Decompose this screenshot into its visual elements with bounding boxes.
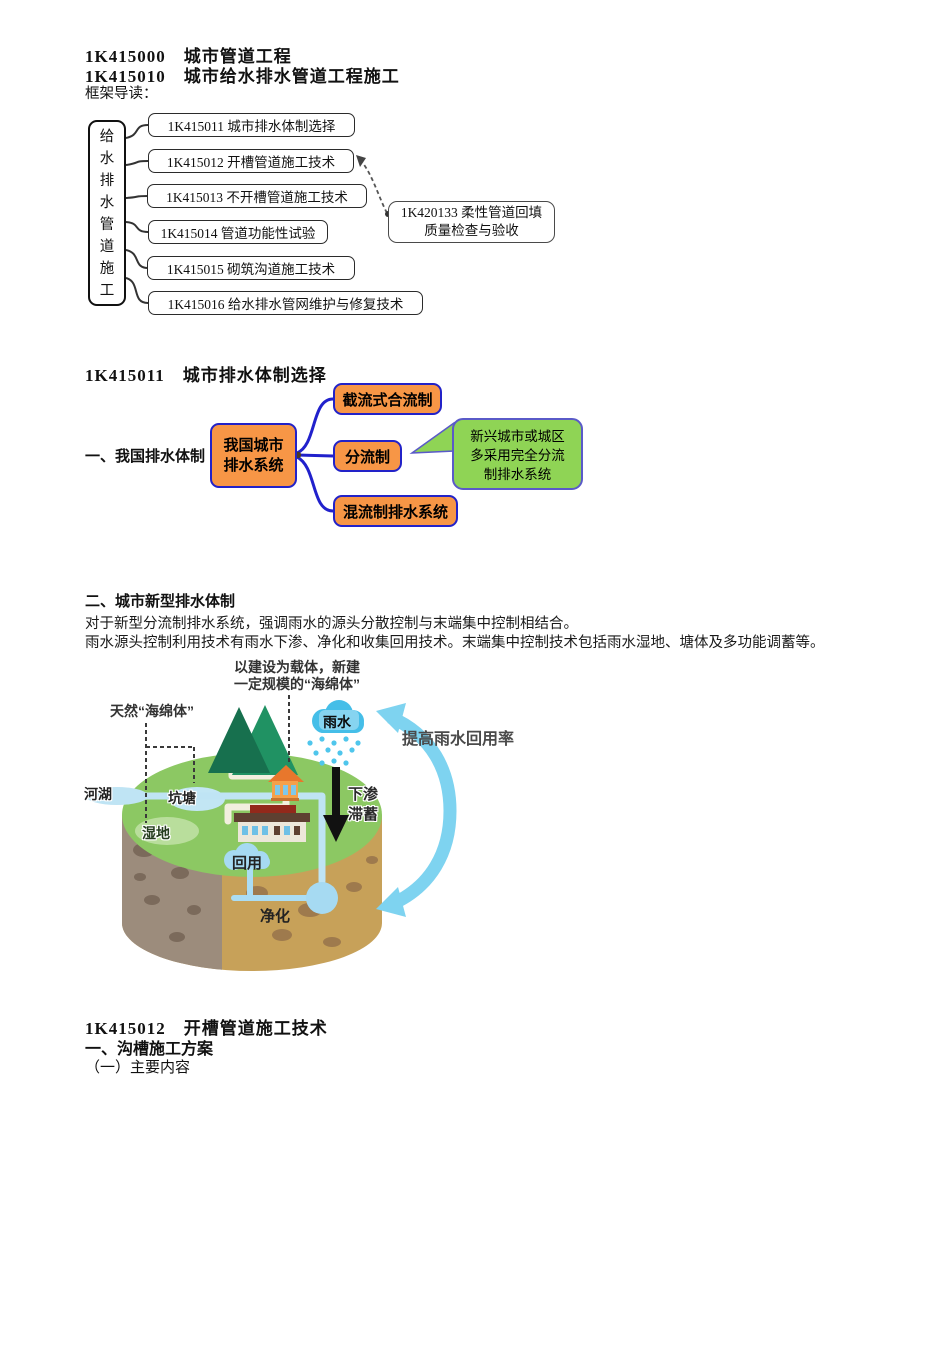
wetland-label: 湿地 <box>142 825 170 841</box>
house-icon <box>268 765 304 801</box>
rain-label: 雨水 <box>323 714 351 730</box>
title-1k415000: 1K415000 城市管道工程 <box>85 47 292 66</box>
mindmap-root-line2: 排水系统 <box>223 456 284 474</box>
trench-subheading-2: （一）主要内容 <box>85 1060 191 1076</box>
mindmap-root-box: 我国城市 排水系统 <box>210 423 297 488</box>
subheading-drainage-systems: 一、我国排水体制 <box>85 449 206 465</box>
new-system-paragraph-1: 对于新型分流制排水系统，强调雨水的源头分散控制与末端集中控制相结合。 <box>85 616 578 632</box>
reuse-cloud-icon <box>224 843 270 870</box>
rain-cloud-icon <box>312 700 364 733</box>
raindrops-icon <box>307 736 361 766</box>
section-heading-1k415011: 1K415011 城市排水体制选择 <box>85 366 327 385</box>
drainage-mindmap: 一、我国排水体制 我国城市 排水系统 截流式合流制 分流制 混流制排水系统 新兴… <box>75 383 645 535</box>
section-heading-1k415012: 1K415012 开槽管道施工技术 <box>85 1019 328 1038</box>
trench-subheading-1: 一、沟槽施工方案 <box>85 1041 214 1058</box>
mindmap-child-separate-system: 分流制 <box>333 440 402 472</box>
mindmap-root-line1: 我国城市 <box>223 436 284 454</box>
dashed-pointer-lines <box>145 695 290 823</box>
callout-line3: 制排水系统 <box>483 467 552 482</box>
built-sponge-label-line1: 以建设为载体，新建 <box>234 659 360 675</box>
built-sponge-label-line2: 一定规模的“海绵体” <box>234 676 360 692</box>
flowchart-item-1k415011: 1K415011 城市排水体制选择 <box>148 113 355 137</box>
side-note-line2: 质量检查与验收 <box>424 223 519 238</box>
callout-tail <box>409 421 455 454</box>
title-1k415010: 1K415010 城市给水排水管道工程施工 <box>85 67 400 86</box>
infiltration-label-line1: 下渗 <box>348 786 379 803</box>
flowchart-item-1k415016: 1K415016 给水排水管网维护与修复技术 <box>148 291 423 315</box>
building-icon <box>234 805 310 842</box>
flowchart-side-note-box: 1K420133 柔性管道回填 质量检查与验收 <box>388 201 555 243</box>
mindmap-child-combined-system: 截流式合流制 <box>333 383 442 415</box>
mindmap-connectors <box>294 397 455 513</box>
sponge-city-illustration: 以建设为载体，新建 一定规模的“海绵体” 天然“海绵体” 雨水 河湖 坑塘 湿地… <box>82 655 515 990</box>
mindmap-child-mixed-system: 混流制排水系统 <box>333 495 458 527</box>
flowchart-item-1k415014: 1K415014 管道功能性试验 <box>148 220 328 244</box>
cycle-arrow-icon <box>376 703 457 917</box>
callout-line2: 多采用完全分流 <box>470 448 565 463</box>
sponge-city-graphic <box>86 695 457 971</box>
flowchart-item-1k415012: 1K415012 开槽管道施工技术 <box>148 149 354 173</box>
callout-line1: 新兴城市或城区 <box>470 429 565 444</box>
pond-label: 坑塘 <box>168 790 196 806</box>
framework-intro-label: 框架导读： <box>85 86 158 102</box>
mindmap-callout-bubble: 新兴城市或城区 多采用完全分流 制排水系统 <box>452 418 583 490</box>
section-heading-new-system: 二、城市新型排水体制 <box>85 593 236 610</box>
infiltration-label-line2: 滞蓄 <box>348 806 379 823</box>
new-system-paragraph-2: 雨水源头控制利用技术有雨水下渗、净化和收集回用技术。末端集中控制技术包括雨水湿地… <box>85 635 825 651</box>
flowchart-item-1k415013: 1K415013 不开槽管道施工技术 <box>147 184 367 208</box>
trees-icon <box>208 705 298 775</box>
natural-sponge-label: 天然“海绵体” <box>110 703 194 719</box>
side-note-line1: 1K420133 柔性管道回填 <box>400 205 543 220</box>
flowchart-root-box: 给水排水管道施工 <box>88 120 126 306</box>
flowchart-item-1k415015: 1K415015 砌筑沟道施工技术 <box>147 256 355 280</box>
purification-label: 净化 <box>260 908 291 925</box>
reuse-label: 回用 <box>232 855 263 872</box>
framework-flowchart: 给水排水管道施工 1K415011 城市排水体制选择 1K415012 开槽管道… <box>85 110 565 325</box>
infiltration-arrow-icon <box>323 767 349 842</box>
river-lake-label: 河湖 <box>84 786 112 802</box>
improve-reuse-label: 提高雨水回用率 <box>402 731 515 748</box>
flowchart-root-label: 给水排水管道施工 <box>99 129 115 299</box>
purification-tank-icon <box>306 882 338 914</box>
